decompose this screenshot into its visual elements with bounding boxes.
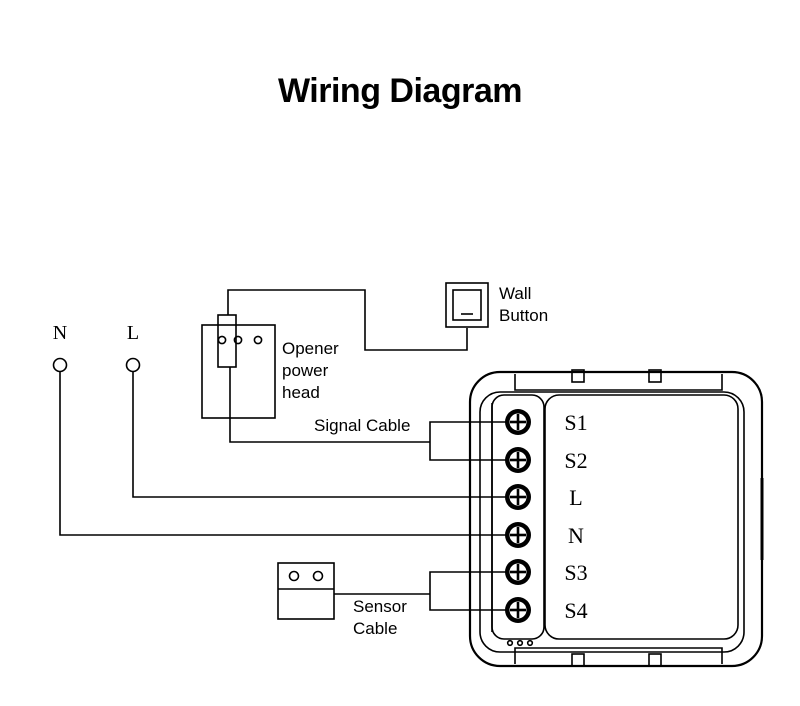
signal-cable-wire — [229, 367, 430, 443]
opener-label-line1: Opener — [282, 339, 339, 358]
live-terminal-icon — [125, 357, 141, 373]
terminal-label: L — [569, 485, 582, 510]
sensor-icon — [277, 562, 335, 620]
neutral-wire — [59, 372, 510, 536]
signal-cable-label: Signal Cable — [314, 416, 410, 435]
opener-label-line3: head — [282, 383, 320, 402]
sensor-label-line2: Cable — [353, 619, 397, 638]
terminal-label: S3 — [564, 560, 587, 585]
opener-power-head — [201, 314, 276, 419]
terminal-label: N — [568, 523, 584, 548]
smart-module — [468, 369, 764, 668]
terminal-screw-icon — [505, 484, 531, 510]
live-label: L — [127, 322, 139, 344]
sensor-label-line1: Sensor — [353, 597, 407, 616]
opener-label-line2: power — [282, 361, 329, 380]
terminal-screw-icon — [505, 447, 531, 473]
terminal-screw-icon — [505, 522, 531, 548]
terminal-screw-icon — [505, 597, 531, 623]
wall-button-icon — [445, 282, 489, 328]
neutral-label: N — [53, 322, 67, 344]
neutral-terminal-icon — [52, 357, 68, 373]
wall-button-label-line1: Wall — [499, 284, 531, 303]
terminal-label: S1 — [564, 410, 587, 435]
terminal-label: S4 — [564, 598, 587, 623]
terminal-screw-icon — [505, 559, 531, 585]
live-wire — [132, 372, 510, 498]
wall-button-label-line2: Button — [499, 306, 548, 325]
wall-button-wire — [227, 289, 468, 351]
terminal-label: S2 — [564, 448, 587, 473]
page-title: Wiring Diagram — [278, 72, 522, 110]
terminal-screw-icon — [505, 409, 531, 435]
